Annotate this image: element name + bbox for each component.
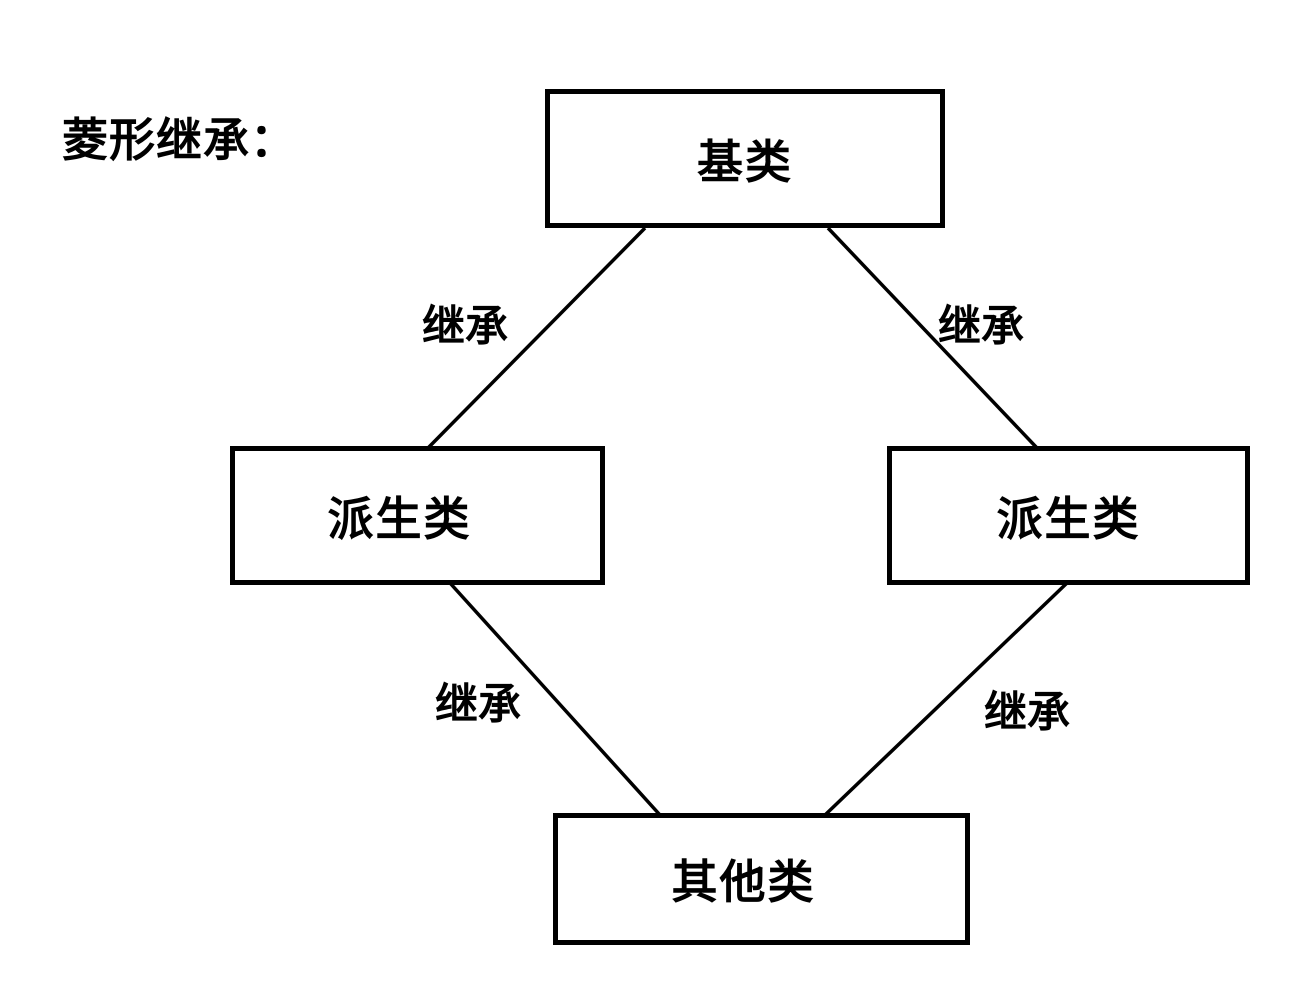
diagram-title: 菱形继承：	[62, 114, 297, 166]
edge-derived-right-to-other	[823, 581, 1069, 817]
edge-label-inherit-top-right: 继承	[938, 303, 1024, 351]
node-other-class-label: 其他类	[671, 856, 816, 908]
node-derived-class-left: 派生类	[230, 446, 605, 585]
node-base-class: 基类	[545, 89, 945, 228]
node-derived-class-right-label: 派生类	[996, 492, 1141, 545]
node-derived-class-left-label: 派生类	[327, 492, 472, 545]
edge-base-to-derived-left	[426, 226, 647, 450]
node-base-class-label: 基类	[697, 135, 793, 188]
node-derived-class-right: 派生类	[887, 446, 1250, 585]
edge-label-inherit-bottom-left: 继承	[435, 681, 521, 729]
node-other-class: 其他类	[553, 813, 970, 945]
edge-label-inherit-bottom-right: 继承	[984, 689, 1070, 737]
edge-base-to-derived-right	[826, 226, 1039, 450]
edge-label-inherit-top-left: 继承	[422, 303, 508, 351]
edge-derived-left-to-other	[448, 581, 662, 817]
